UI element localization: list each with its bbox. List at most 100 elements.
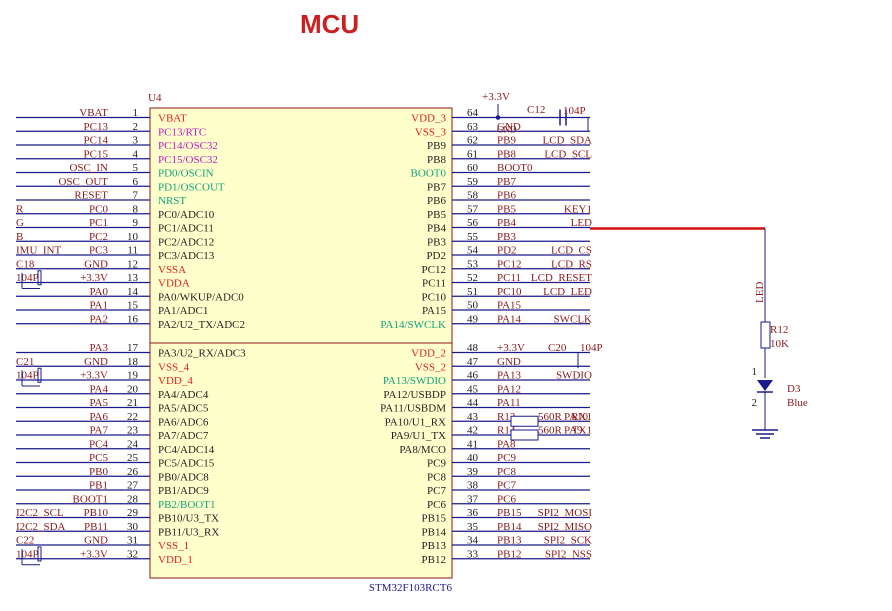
net-label: PB14 [497,521,522,533]
net-label: PD2 [497,245,517,257]
pin-number: 36 [467,507,479,519]
net-label: PA10 [564,411,589,423]
net-label: PC6 [497,493,516,505]
net-label: PB0 [89,466,108,478]
net-label: LCD_RESET [531,272,592,284]
ext-label: I2C2_SDA [16,521,66,533]
net-label: PC12 [497,258,521,270]
net-label: PA12 [497,383,521,395]
pin-number: 1 [752,366,758,378]
pin-name: PA15 [422,305,447,317]
net-label: PC9 [497,452,516,464]
pin-number: 2 [133,121,139,133]
net-label: PB5 [497,203,516,215]
pin-number: 39 [467,466,479,478]
net-label: PC8 [497,466,516,478]
net-label: PB10 [84,507,109,519]
pin-name: VSS_2 [415,361,446,373]
capacitor-symbol [37,546,42,562]
pin-name: PA1/ADC1 [158,305,208,317]
ext-label: IMU_INT [16,245,61,257]
net-label: PC10 [497,286,522,298]
pin-name: PA13/SWDIO [383,375,446,387]
pin-name: PB12 [422,554,446,566]
ext-label: C18 [16,258,35,270]
pin-number: 30 [127,521,139,533]
net-label: PA1 [89,300,108,312]
pin-number: 27 [127,480,139,492]
pin-name: PA9/U1_TX [391,430,446,442]
net-label: PA13 [497,370,522,382]
pin-number: 42 [467,425,478,437]
pin-name: PC11 [422,278,446,290]
pin-name: PC12 [422,264,446,276]
pin-number: 18 [127,356,139,368]
pin-name: PD1/OSCOUT [158,181,225,193]
pin-number: 63 [467,121,479,133]
net-label: SWDIO [556,370,592,382]
pin-number: 24 [127,438,139,450]
pin-number: 53 [467,258,479,270]
pin-name: PC2/ADC12 [158,236,214,248]
capacitor-value: 104P [580,342,603,354]
net-label: PA7 [89,425,108,437]
net-label: PA15 [497,300,522,312]
net-label: PA2 [89,313,108,325]
capacitor-value: 104P [563,105,586,117]
net-label: PC14 [84,135,109,147]
schematic-title: MCU [300,9,359,39]
net-label: SWCLK [554,313,593,325]
capacitor-symbol [37,270,42,286]
net-label: SPI2_MISO [538,521,592,533]
pin-number: 20 [127,383,139,395]
pin-number: 57 [467,203,479,215]
pin-number: 56 [467,217,479,229]
pin-number: 17 [127,342,139,354]
pin-number: 60 [467,162,479,174]
net-label: LCD_SCL [544,148,592,160]
pin-name: PB11/U3_RX [158,526,219,538]
net-label: +3.3V [80,370,108,382]
pin-name: PC8 [427,471,446,483]
led-diode-icon [757,380,773,391]
ext-label: C21 [16,356,34,368]
pin-name: PC1/ADC11 [158,223,214,235]
pin-name: BOOT0 [411,168,447,180]
ground-label: GND [497,124,517,134]
pin-number: 55 [467,231,479,243]
pin-number: 64 [467,107,479,119]
pin-name: PA4/ADC4 [158,389,209,401]
net-label: LED [571,217,592,229]
net-label: PB13 [497,535,522,547]
pin-name: VSS_4 [158,361,190,373]
net-label: PB8 [497,148,516,160]
pin-number: 62 [467,135,478,147]
pin-name: PB0/ADC8 [158,471,209,483]
resistor-value: 560R [538,425,563,437]
net-label: PB9 [497,135,516,147]
pin-name: PD2 [426,250,446,262]
net-label: PC2 [89,231,108,243]
pin-number: 11 [127,245,138,257]
net-label: PA14 [497,313,522,325]
resistor-value: 560R [538,411,563,423]
net-label: RESET [74,190,108,202]
pin-name: PB3 [427,236,446,248]
pin-name: VDD_4 [158,375,193,387]
pin-name: PC7 [427,485,446,497]
pin-number: 12 [127,258,138,270]
net-label: PC0 [89,203,108,215]
net-label: GND [497,121,521,133]
pin-number: 35 [467,521,479,533]
net-label: GND [84,258,108,270]
net-label: +3.3V [80,548,108,560]
net-label: +3.3V [80,272,108,284]
pin-number: 9 [133,217,139,229]
pin-number: 45 [467,383,479,395]
net-label: GND [84,356,108,368]
net-label: LCD_SDA [542,135,592,147]
net-label: PC15 [84,148,109,160]
net-label: GND [497,356,521,368]
